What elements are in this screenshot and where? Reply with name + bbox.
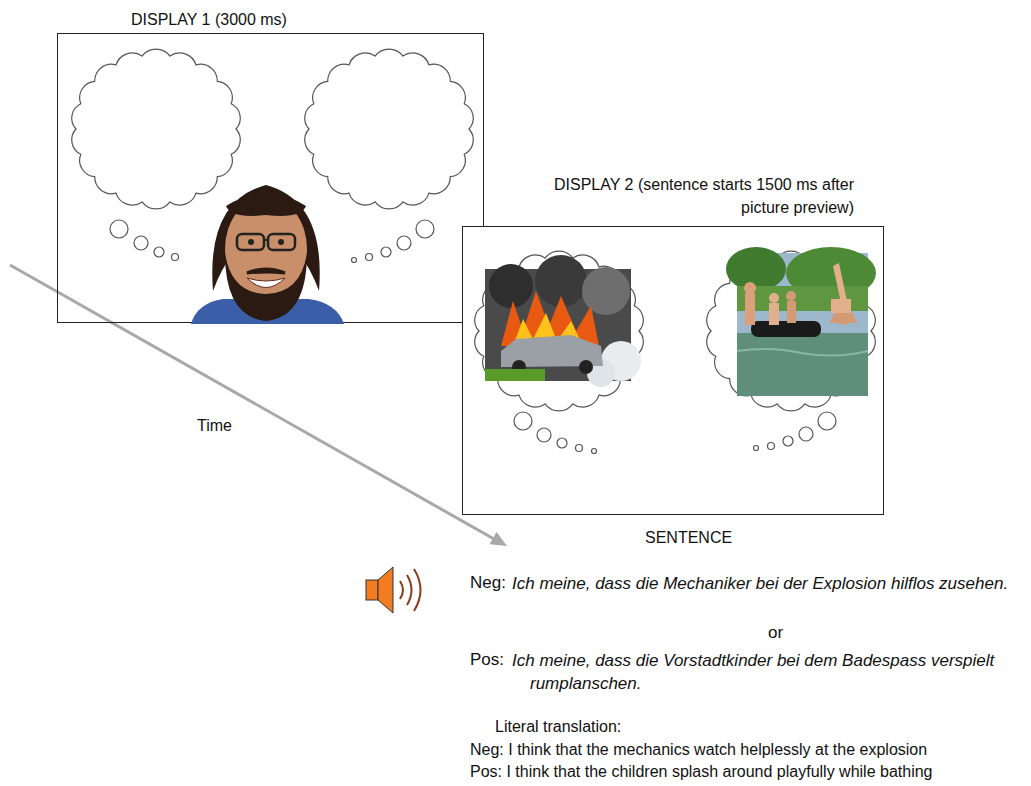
display-heading: DISPLAY 1 (3000 ms) xyxy=(131,8,287,31)
translation-line: Pos: I think that the children splash ar… xyxy=(470,761,933,783)
thought-bubble xyxy=(172,254,179,261)
thought-bubble xyxy=(592,449,597,454)
axis-label: Time xyxy=(197,415,232,437)
children-bathing-photo xyxy=(831,299,851,313)
children-bathing-photo xyxy=(745,293,755,325)
speaker-face xyxy=(248,239,254,245)
thought-bubble xyxy=(134,236,148,250)
thought-bubble xyxy=(154,247,164,257)
thought-bubble xyxy=(768,443,775,450)
burning-car-photo xyxy=(485,255,641,387)
children-bathing-photo xyxy=(751,321,821,337)
burning-car-photo xyxy=(489,264,533,308)
translation-heading: Literal translation: xyxy=(495,716,621,738)
thought-bubble xyxy=(754,446,759,451)
screen-label: SENTENCE xyxy=(645,527,732,549)
sentence-text: Ich meine, dass die Mechaniker bei der E… xyxy=(512,572,1020,595)
thought-bubble xyxy=(799,427,813,441)
speaker-icon xyxy=(400,581,403,599)
speaker-face xyxy=(247,269,285,273)
thought-bubble xyxy=(72,49,241,260)
children-bathing-photo xyxy=(769,303,779,325)
speaker-face xyxy=(264,239,268,241)
display-one-illustration xyxy=(58,34,485,324)
display-screen: DISPLAY 2 (sentence starts 1500 ms after… xyxy=(462,226,884,515)
display-two-illustration xyxy=(463,227,885,516)
thought-bubble xyxy=(416,220,434,238)
thought-bubble xyxy=(110,220,128,238)
thought-bubble xyxy=(475,251,644,411)
speaker-icon xyxy=(366,567,421,613)
children-bathing-photo xyxy=(833,263,847,303)
speaker-icon xyxy=(414,569,421,611)
thought-bubble xyxy=(557,438,567,448)
speaker-face xyxy=(226,194,306,216)
burning-car-photo xyxy=(579,360,593,374)
speaker-face xyxy=(237,234,264,250)
thought-bubble xyxy=(366,254,373,261)
thought-bubble xyxy=(397,236,411,250)
speaker-icon xyxy=(407,575,412,605)
children-bathing-photo xyxy=(737,349,868,356)
burning-car-photo xyxy=(485,369,545,381)
children-bathing-photo xyxy=(769,293,779,303)
sentence-text: Ich meine, dass die Vorstadtkinder bei d… xyxy=(512,649,1020,695)
speaker-icon xyxy=(378,567,393,613)
display-screen: DISPLAY 1 (3000 ms) xyxy=(57,33,484,323)
children-bathing-photo xyxy=(787,301,796,323)
children-bathing-photo xyxy=(786,291,796,301)
speaker-face xyxy=(247,278,285,288)
burning-car-photo xyxy=(582,267,630,315)
thought-bubble xyxy=(305,49,474,209)
thought-bubble xyxy=(537,428,551,442)
thought-bubble xyxy=(514,412,532,430)
children-bathing-photo xyxy=(744,282,756,294)
speaker-face xyxy=(191,185,344,324)
children-bathing-photo xyxy=(726,247,876,396)
children-bathing-photo xyxy=(726,247,786,291)
condition-label: Neg: xyxy=(470,572,506,594)
condition-label: Pos: xyxy=(470,649,504,671)
thought-bubble xyxy=(576,445,583,452)
speaker-face xyxy=(225,253,307,321)
thought-bubble xyxy=(72,49,241,209)
thought-bubble xyxy=(305,49,474,262)
speaker-face xyxy=(268,234,295,250)
translation-line: Neg: I think that the mechanics watch he… xyxy=(470,739,927,761)
time-arrow xyxy=(490,532,507,546)
speaker-icon xyxy=(366,580,378,600)
thought-bubble xyxy=(818,412,836,430)
children-bathing-photo xyxy=(829,313,857,323)
thought-bubble xyxy=(475,251,644,453)
thought-bubble xyxy=(352,258,357,263)
thought-bubble xyxy=(783,436,793,446)
display-heading: DISPLAY 2 (sentence starts 1500 ms after… xyxy=(534,173,854,219)
speaker-face xyxy=(278,239,284,245)
children-bathing-photo xyxy=(737,333,868,396)
thought-bubble xyxy=(381,247,391,257)
connector-word: or xyxy=(768,622,783,644)
